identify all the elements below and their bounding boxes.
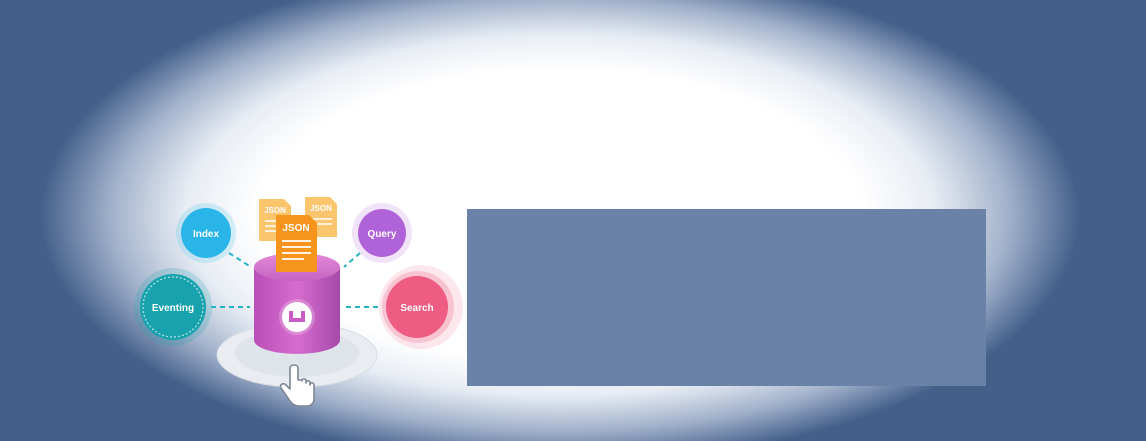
illustration-canvas: Index Query Eventing Search xyxy=(134,197,463,407)
connector-index xyxy=(228,252,252,268)
query-node[interactable]: Query xyxy=(352,203,412,263)
info-panel xyxy=(467,209,986,386)
database-icon xyxy=(254,253,340,354)
index-label: Index xyxy=(193,229,220,240)
couchbase-services-illustration: Index Query Eventing Search xyxy=(120,185,480,415)
index-node[interactable]: Index xyxy=(176,203,236,263)
json-back-right-label: JSON xyxy=(310,204,332,213)
json-document-front: JSON xyxy=(276,215,317,272)
eventing-node[interactable]: Eventing xyxy=(134,268,212,346)
connector-query xyxy=(343,252,361,268)
connector-lines xyxy=(211,252,382,308)
query-label: Query xyxy=(368,229,397,240)
bucket-logo-icon xyxy=(279,299,315,335)
hand-pointer-icon xyxy=(279,364,315,407)
eventing-label: Eventing xyxy=(152,303,194,314)
json-back-left-label: JSON xyxy=(264,206,286,215)
json-front-label: JSON xyxy=(282,223,309,234)
search-label: Search xyxy=(400,303,433,314)
search-node[interactable]: Search xyxy=(379,265,463,349)
